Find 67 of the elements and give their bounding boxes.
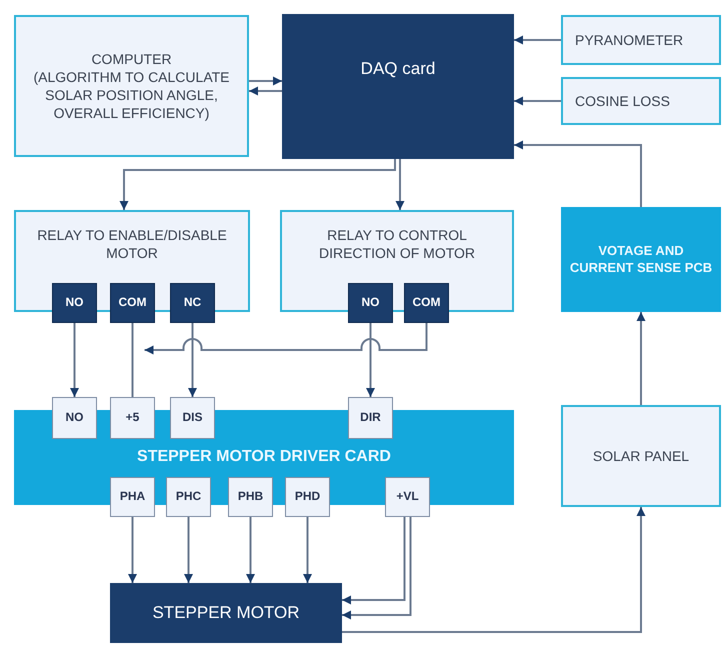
arrow (342, 517, 412, 620)
arrow (514, 96, 561, 106)
terminal (52, 397, 97, 439)
node-label: PHC (176, 489, 202, 505)
node-label: PHA (120, 489, 146, 505)
node-label: NC (184, 295, 202, 311)
terminal (110, 477, 155, 517)
node-label: NO (66, 410, 84, 426)
node-description: (ALGORITHM TO CALCULATE SOLAR POSITION ANGLE, OVERALL EFFICIENCY) (32, 68, 231, 122)
node-label: STEPPER MOTOR DRIVER CARD (137, 447, 391, 468)
process-box (561, 405, 721, 507)
node-label: PYRANOMETER (575, 30, 684, 50)
terminal (166, 477, 211, 517)
node-label: PHD (294, 489, 320, 505)
arrow (514, 140, 642, 207)
node-label: DIR (360, 410, 381, 426)
arrow (246, 517, 255, 583)
node-label: PHB (238, 489, 264, 505)
node-label: STEPPER MOTOR (152, 602, 300, 624)
node-label: COSINE LOSS (575, 92, 670, 110)
terminal (348, 283, 393, 323)
connector-line (132, 323, 134, 397)
terminal (110, 397, 155, 439)
node-label: COMPUTER (91, 50, 172, 68)
node-label: DIS (182, 410, 202, 426)
node-label: DAQ card (360, 58, 436, 80)
terminal (170, 397, 215, 439)
node-label: COM (118, 295, 146, 311)
terminal (228, 477, 273, 517)
arrow (70, 323, 79, 397)
terminal (170, 283, 215, 323)
arrow (120, 159, 396, 210)
sensor-board-box (561, 207, 721, 312)
terminal (404, 283, 449, 323)
node-label: NO (362, 295, 380, 311)
process-box (14, 15, 249, 157)
arrow (514, 36, 561, 44)
arrow (128, 517, 137, 583)
node-label: +5 (126, 410, 140, 426)
arrow (303, 517, 312, 583)
arrow (366, 323, 375, 397)
motor-box (110, 583, 342, 643)
arrow (636, 312, 646, 405)
node-label: COM (412, 295, 440, 311)
terminal (285, 477, 330, 517)
arrow (249, 86, 282, 96)
process-box (282, 14, 514, 159)
node-label: +VL (396, 489, 419, 505)
node-label: SOLAR PANEL (592, 446, 690, 466)
arrow (342, 517, 406, 604)
arrow (249, 76, 282, 86)
terminal (52, 283, 97, 323)
terminal (110, 283, 155, 323)
node-label: RELAY TO ENABLE/DISABLE MOTOR (36, 226, 228, 262)
arrow (184, 517, 193, 583)
arrow (396, 159, 404, 210)
arrow (342, 507, 646, 633)
input-box (561, 77, 721, 125)
arrow (144, 323, 428, 354)
terminal (385, 477, 430, 517)
node-label: NO (66, 295, 84, 311)
input-box (561, 15, 721, 65)
node-label: RELAY TO CONTROL DIRECTION OF MOTOR (318, 226, 476, 262)
terminal (348, 397, 393, 439)
arrow (188, 323, 197, 397)
node-label: VOTAGE AND CURRENT SENSE PCB (568, 242, 714, 276)
relay-box (280, 210, 514, 312)
